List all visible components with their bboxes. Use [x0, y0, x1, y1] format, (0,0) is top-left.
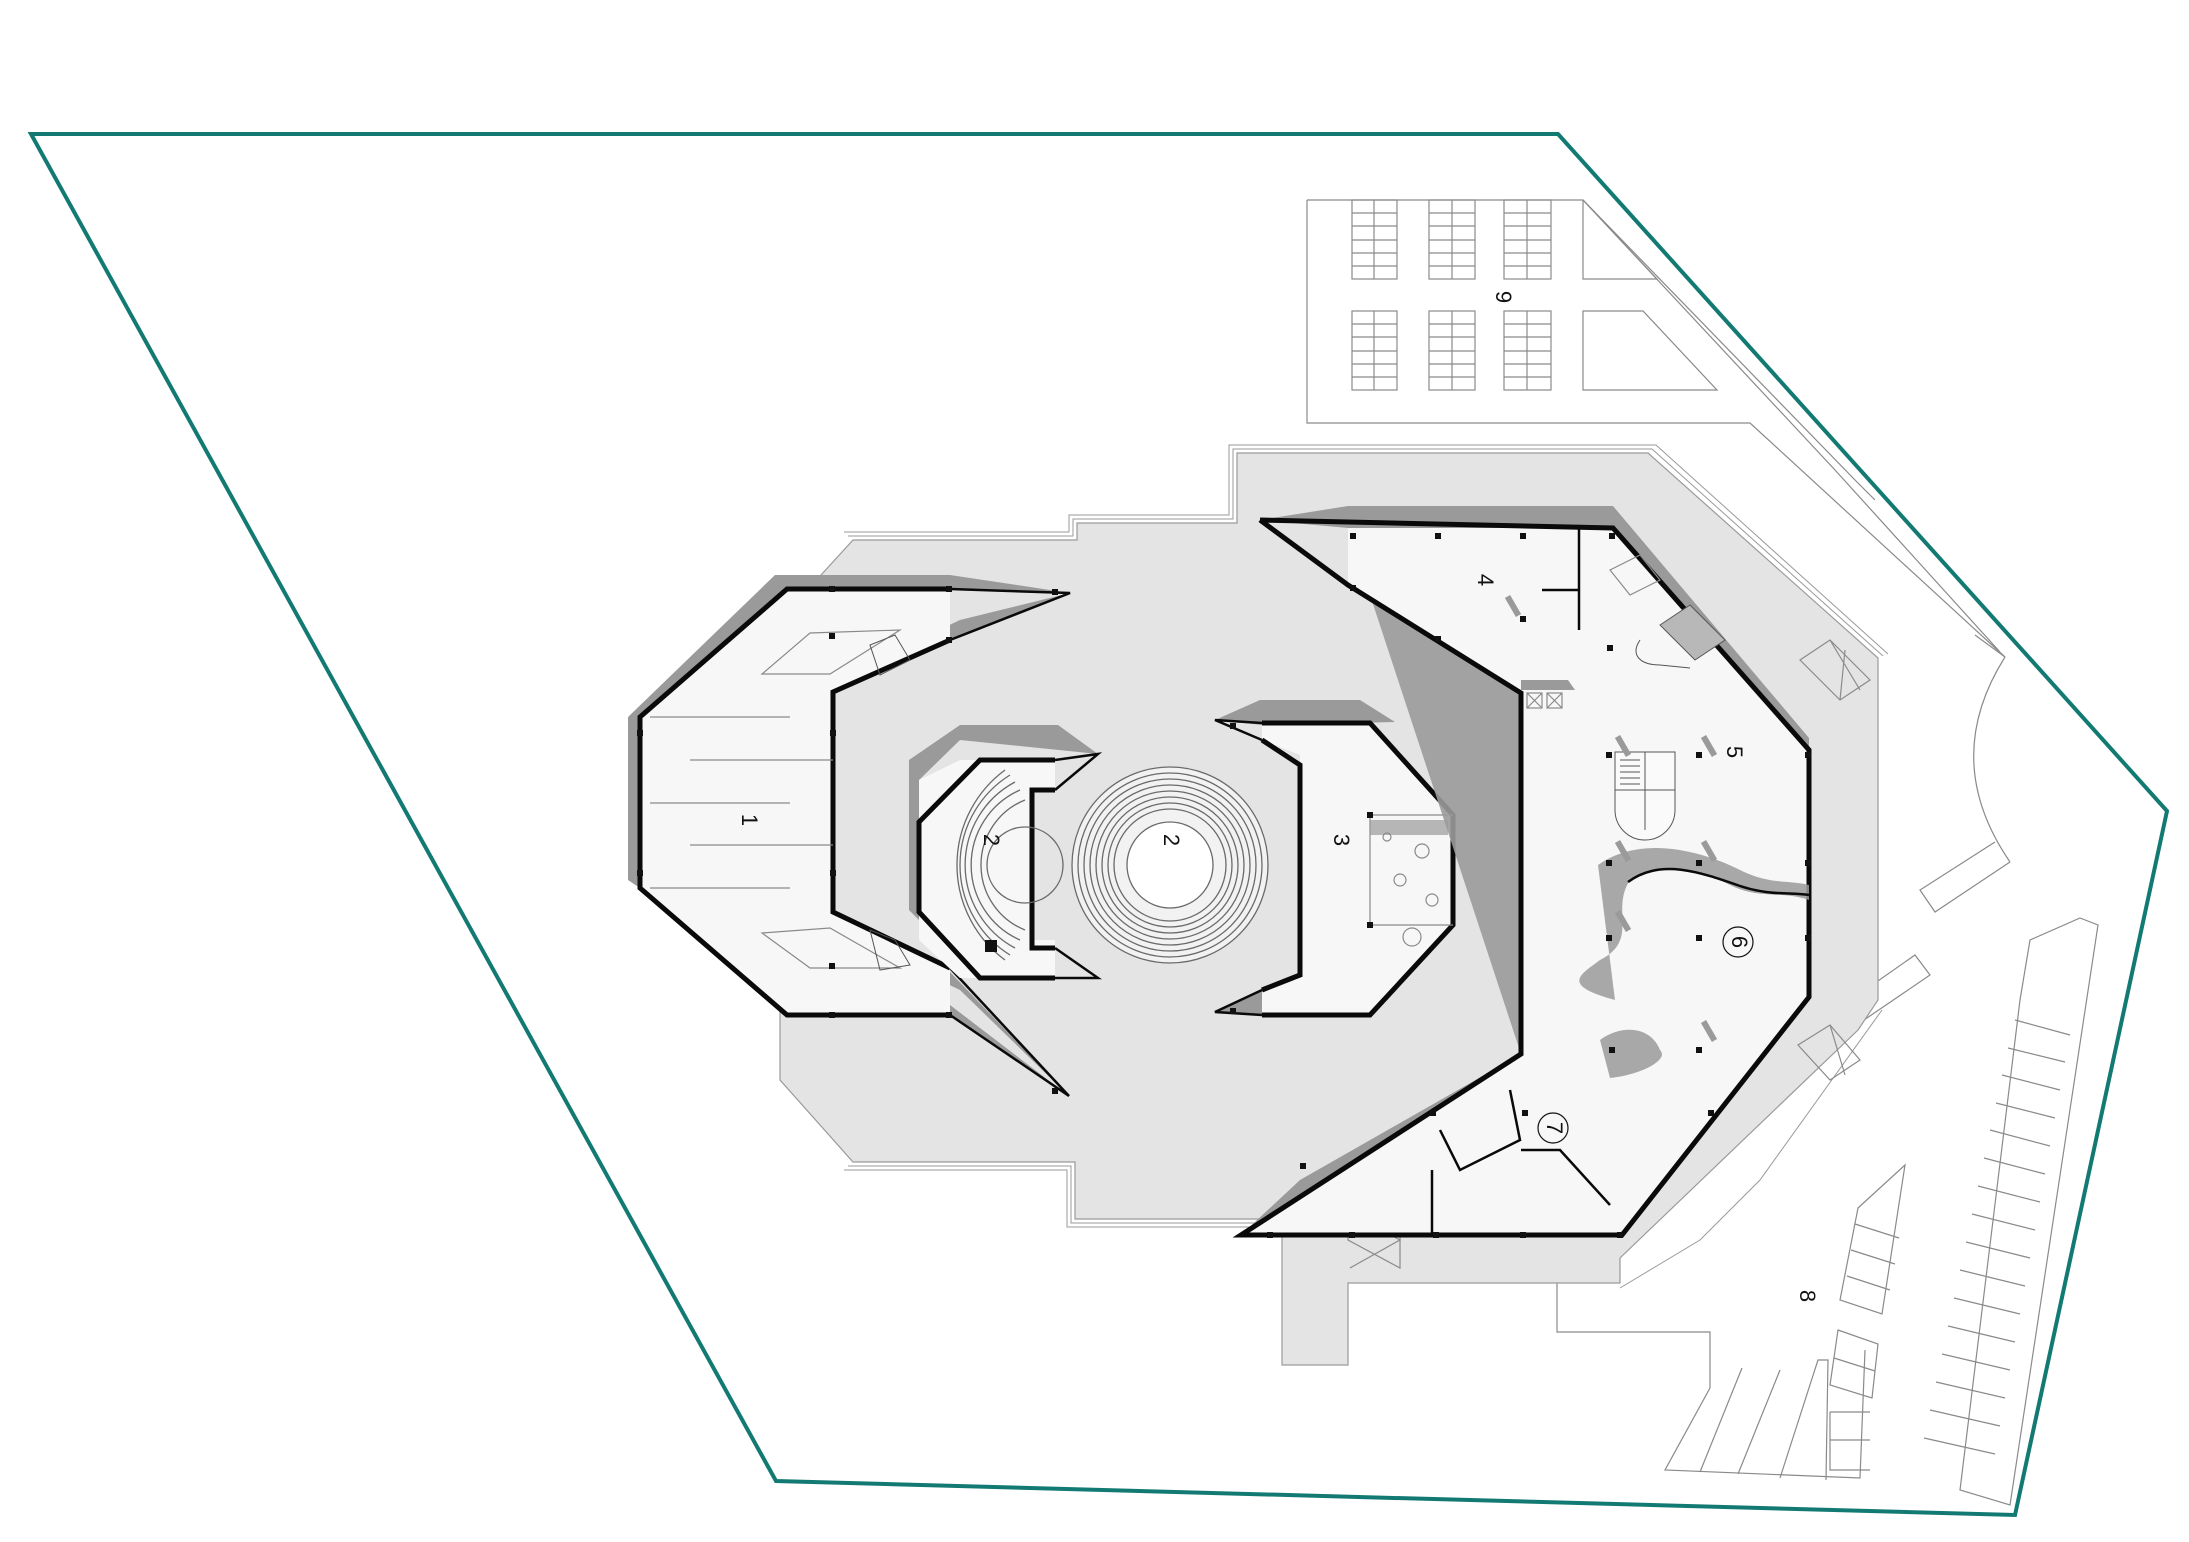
room-label-1: 1: [737, 814, 762, 826]
parking-lot-9: [1306, 199, 2006, 658]
room-labels: 1 2 2 3 4 5 6 7 8 9: [737, 291, 1820, 1302]
room-label-5: 5: [1722, 746, 1747, 758]
room-label-6: 6: [1727, 936, 1752, 948]
room-label-2-theatre: 2: [979, 834, 1004, 846]
site-boundary: [27, 132, 2170, 1518]
area-label-8-parking: 8: [1795, 1290, 1820, 1302]
room-3: [1214, 700, 1456, 1018]
room-label-3: 3: [1329, 834, 1354, 846]
wing-1-exhibition: [628, 575, 1071, 1098]
elevator-icon: [1526, 692, 1563, 709]
area-label-9-parking: 9: [1491, 291, 1516, 303]
right-wing: [1232, 506, 1871, 1238]
drop-off-drive: [1919, 634, 2011, 913]
central-circular-plaza: [1071, 766, 1269, 964]
room-label-7: 7: [1542, 1122, 1567, 1134]
room-label-4: 4: [1473, 574, 1498, 586]
room-label-2-plaza: 2: [1159, 834, 1184, 846]
room-2-theatre: [909, 725, 1103, 981]
